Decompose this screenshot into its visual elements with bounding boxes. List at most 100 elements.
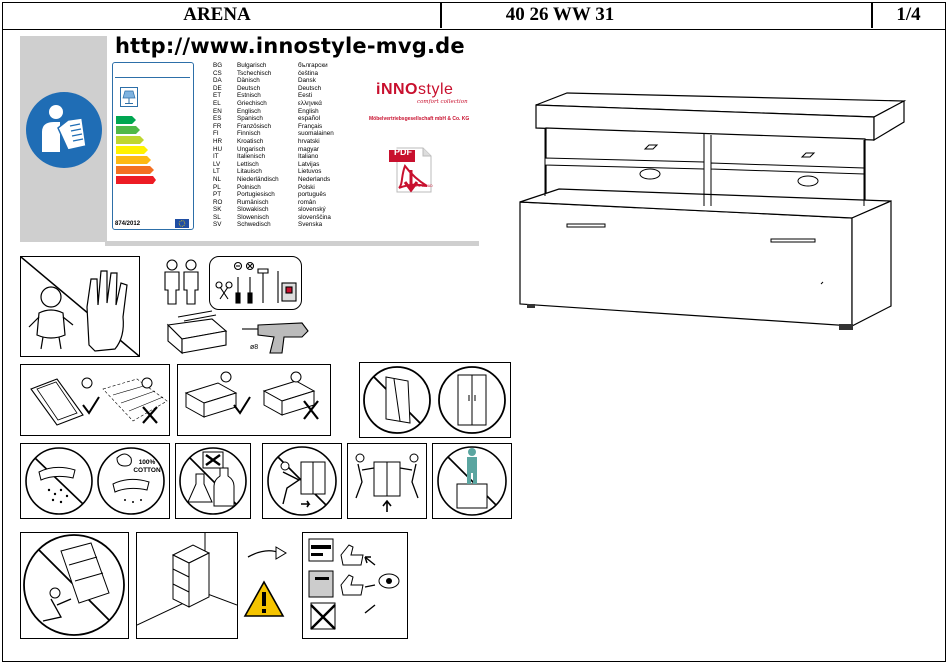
header-bar: ARENA 40 26 WW 31 1/4 xyxy=(2,2,946,30)
language-code: RO xyxy=(213,198,223,206)
language-native: slovenský xyxy=(298,206,326,214)
no-children-warning-box xyxy=(20,256,140,357)
assembly-surface-box xyxy=(177,364,331,436)
page-number: 1/4 xyxy=(896,4,921,25)
no-standing-icon xyxy=(437,446,507,516)
assembly-surface-icon xyxy=(184,371,319,420)
language-native: hrvatski xyxy=(298,137,320,145)
cleaning-icon xyxy=(25,447,165,515)
language-code: CS xyxy=(213,69,222,77)
door-orientation-box xyxy=(359,362,511,438)
lift-together-icon xyxy=(355,453,419,512)
energy-efficiency-scale xyxy=(116,116,156,184)
language-native: magyar xyxy=(298,145,319,153)
language-native: Svenska xyxy=(298,221,323,229)
language-native: Nederlands xyxy=(298,175,331,183)
lamp-icon xyxy=(120,87,138,107)
no-pushing-icon xyxy=(267,446,337,516)
product-code: 40 26 WW 31 xyxy=(505,4,615,25)
website-link[interactable]: http://www.innostyle-mvg.de xyxy=(115,34,465,58)
no-chemicals-box xyxy=(175,443,251,519)
product-drawing xyxy=(519,92,907,330)
cotton-label: 100% COTTON xyxy=(133,459,161,474)
language-german: Rumänisch xyxy=(237,198,269,206)
language-native: Italiano xyxy=(298,153,319,161)
language-code: LT xyxy=(213,168,220,176)
warning-triangle-icon xyxy=(243,580,285,617)
two-persons-icon xyxy=(164,259,199,305)
language-german: Estnisch xyxy=(237,92,261,100)
language-code: ES xyxy=(213,115,222,123)
language-native: Eesti xyxy=(298,92,312,100)
language-german: Ungarisch xyxy=(237,145,266,153)
language-native: Lietuvos xyxy=(298,168,322,176)
energy-regulation: 874/2012 xyxy=(115,221,141,227)
company-name: Möbelvertriebsgesellschaft mbH & Co. KG xyxy=(369,116,470,122)
toolbox-and-drill-icon: ø8 xyxy=(166,310,309,355)
language-native: slovenščina xyxy=(298,213,331,221)
info-panel-strip xyxy=(105,241,479,246)
language-code: DA xyxy=(213,77,222,85)
language-native: български xyxy=(298,62,328,69)
language-native: español xyxy=(298,115,321,123)
language-german: Englisch xyxy=(237,107,261,115)
brand-tagline: comfort collection xyxy=(417,99,468,105)
energy-label-card: 874/2012 xyxy=(112,62,194,230)
header-divider xyxy=(871,2,873,28)
language-code: SV xyxy=(213,221,222,229)
cleaning-box: 100% COTTON xyxy=(20,443,170,519)
language-german: Griechisch xyxy=(237,99,267,107)
language-german: Litauisch xyxy=(237,168,262,176)
language-code: EN xyxy=(213,107,222,115)
wall-fixing-box xyxy=(302,532,408,639)
pdf-download-icon[interactable] xyxy=(387,144,435,196)
language-code: PL xyxy=(213,183,221,191)
tipping-furniture-icon xyxy=(23,534,125,636)
brand-logo-suffix: style xyxy=(418,81,454,98)
assembly-requirements xyxy=(160,256,310,356)
language-native: Dansk xyxy=(298,77,316,85)
language-code: DE xyxy=(213,84,222,92)
wall-fixing-icon xyxy=(308,538,400,630)
language-code: IT xyxy=(213,153,219,161)
language-german: Dänisch xyxy=(237,77,260,85)
language-native: Latvijas xyxy=(298,160,320,168)
floor-mat-icon xyxy=(30,377,168,426)
language-german: Polnisch xyxy=(237,183,261,191)
brand-logo: iNNOstyle comfort collection Möbelvertri… xyxy=(369,75,479,125)
language-code: NL xyxy=(213,175,222,183)
baby-hand-stop-icon xyxy=(20,256,140,357)
read-manual-icon xyxy=(26,92,102,168)
language-german: Kroatisch xyxy=(237,137,264,145)
language-code: BG xyxy=(213,62,223,69)
wall-mount-box xyxy=(136,532,238,639)
language-native: Français xyxy=(298,122,323,130)
language-native: čeština xyxy=(298,69,318,77)
language-code: ET xyxy=(213,92,222,100)
language-native: român xyxy=(298,198,316,206)
language-german: Slowenisch xyxy=(237,213,269,221)
wall-mounted-shelf-icon xyxy=(136,533,238,626)
header-divider xyxy=(440,2,442,28)
eu-flag-icon xyxy=(175,219,189,228)
language-german: Slowakisch xyxy=(237,206,269,214)
language-code: HU xyxy=(213,145,223,153)
language-native: English xyxy=(298,107,319,115)
language-german: Spanisch xyxy=(237,115,263,123)
language-code: FR xyxy=(213,122,222,130)
language-code: SL xyxy=(213,213,221,221)
language-german: Portugiesisch xyxy=(237,191,275,199)
language-german: Tschechisch xyxy=(237,69,272,77)
floor-protection-box xyxy=(20,364,170,436)
tools-icon xyxy=(215,261,297,304)
language-native: suomalainen xyxy=(298,130,334,138)
language-german: Italienisch xyxy=(237,153,266,161)
language-german: Niederländisch xyxy=(237,175,279,183)
tools-required-box xyxy=(209,256,302,310)
language-code: PT xyxy=(213,191,222,199)
drill-size-label: ø8 xyxy=(250,344,258,351)
